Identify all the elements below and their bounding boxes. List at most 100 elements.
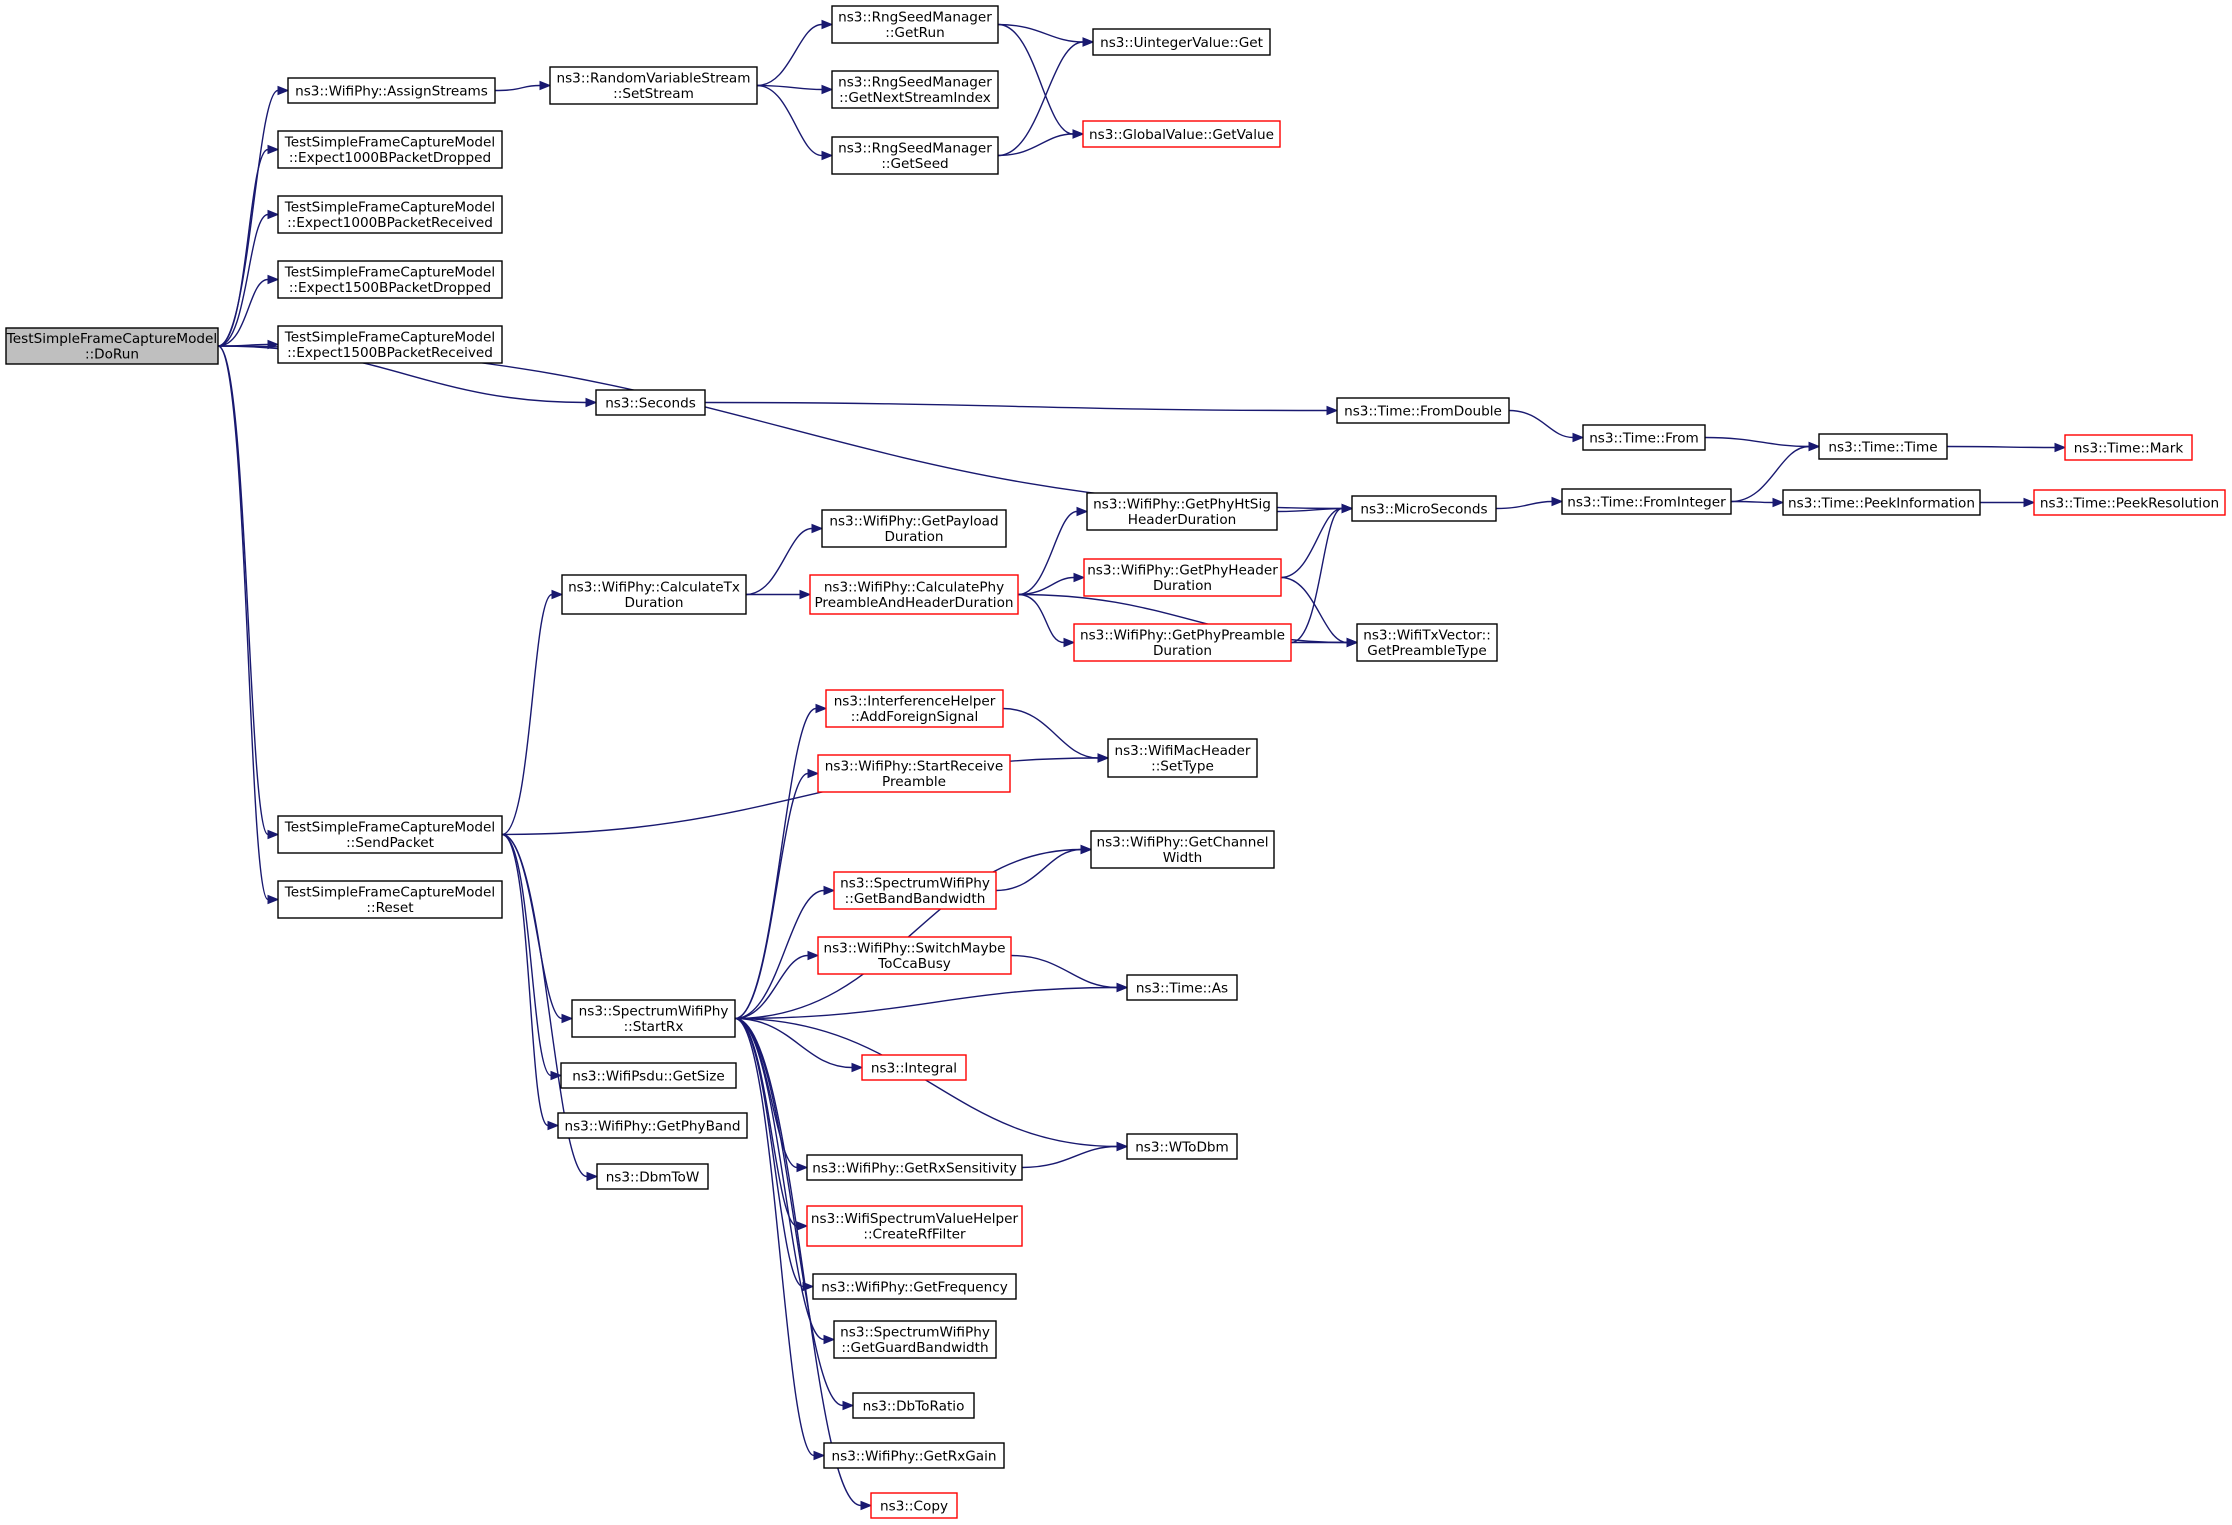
node-label: ::GetRun — [885, 25, 944, 41]
node-label: Duration — [1153, 643, 1212, 659]
function-node-e1000d[interactable]: TestSimpleFrameCaptureModel::Expect1000B… — [277, 130, 503, 169]
function-node-getnext[interactable]: ns3::RngSeedManager::GetNextStreamIndex — [831, 70, 999, 109]
function-node-uintget[interactable]: ns3::UintegerValue::Get — [1092, 28, 1271, 56]
call-edge-calctx-to-calcphy — [746, 589, 812, 600]
function-node-dbtoratio[interactable]: ns3::DbToRatio — [852, 1392, 975, 1419]
edge-line — [217, 345, 269, 836]
edge-line — [217, 148, 269, 347]
function-node-guardbw[interactable]: ns3::SpectrumWifiPhy::GetGuardBandwidth — [833, 1320, 997, 1359]
function-node-reset[interactable]: TestSimpleFrameCaptureModel::Reset — [277, 880, 503, 919]
function-node-peekinfo[interactable]: ns3::Time::PeekInformation — [1782, 489, 1981, 516]
function-node-frominteger[interactable]: ns3::Time::FromInteger — [1561, 488, 1732, 515]
function-node-copy[interactable]: ns3::Copy — [870, 1492, 958, 1519]
function-node-dbmtow[interactable]: ns3::DbmToW — [596, 1163, 709, 1190]
edge-line — [734, 1017, 804, 1288]
function-node-getrun[interactable]: ns3::RngSeedManager::GetRun — [831, 5, 999, 44]
function-node-preambletype[interactable]: ns3::WifiTxVector::GetPreambleType — [1356, 623, 1498, 662]
node-label: ::GetBandBandwidth — [845, 891, 986, 907]
function-node-rffilter[interactable]: ns3::WifiSpectrumValueHelper::CreateRfFi… — [806, 1205, 1023, 1247]
call-edge-frominteger-to-time — [1730, 441, 1821, 503]
node-label: ns3::Copy — [880, 1498, 948, 1514]
node-label: ns3::WifiTxVector:: — [1363, 628, 1491, 644]
function-node-fromdouble[interactable]: ns3::Time::FromDouble — [1336, 397, 1510, 424]
node-label: TestSimpleFrameCaptureModel — [284, 885, 495, 901]
arrowhead — [821, 84, 834, 95]
function-node-rxsens[interactable]: ns3::WifiPhy::GetRxSensitivity — [806, 1154, 1023, 1181]
node-box — [812, 1273, 1017, 1300]
node-label: HeaderDuration — [1128, 512, 1237, 528]
node-label: ns3::Time::From — [1589, 430, 1699, 446]
function-node-peekres[interactable]: ns3::Time::PeekResolution — [2033, 489, 2226, 516]
function-node-rxgain[interactable]: ns3::WifiPhy::GetRxGain — [823, 1442, 1005, 1469]
node-label: TestSimpleFrameCaptureModel — [284, 135, 495, 151]
node-label: ns3::WifiPhy::AssignStreams — [295, 83, 488, 99]
edge-line — [734, 1017, 798, 1169]
node-box — [817, 754, 1011, 793]
node-label: ns3::WifiMacHeader — [1114, 743, 1250, 759]
node-label: Duration — [624, 595, 683, 611]
function-node-calcphy[interactable]: ns3::WifiPhy::CalculatePhyPreambleAndHea… — [809, 574, 1019, 615]
function-node-dorun[interactable]: TestSimpleFrameCaptureModel::DoRun — [5, 327, 219, 365]
function-node-e1000r[interactable]: TestSimpleFrameCaptureModel::Expect1000B… — [277, 195, 503, 234]
function-node-getseed[interactable]: ns3::RngSeedManager::GetSeed — [831, 136, 999, 175]
function-node-getfreq[interactable]: ns3::WifiPhy::GetFrequency — [812, 1273, 1017, 1300]
function-node-gvget[interactable]: ns3::GlobalValue::GetValue — [1082, 120, 1281, 148]
function-node-startrx[interactable]: ns3::SpectrumWifiPhy::StartRx — [571, 999, 736, 1038]
function-node-addforeign[interactable]: ns3::InterferenceHelper::AddForeignSigna… — [825, 689, 1004, 728]
function-node-setstream[interactable]: ns3::RandomVariableStream::SetStream — [549, 66, 758, 105]
node-label: Preamble — [882, 774, 946, 790]
call-edge-getseed-to-gvget — [997, 129, 1085, 157]
function-node-e1500r[interactable]: TestSimpleFrameCaptureModel::Expect1500B… — [277, 325, 503, 364]
edge-line — [1276, 507, 1343, 513]
node-box — [1561, 488, 1732, 515]
node-label: ns3::WToDbm — [1135, 1139, 1229, 1155]
function-node-sendpacket[interactable]: TestSimpleFrameCaptureModel::SendPacket — [277, 815, 503, 854]
function-node-timeas[interactable]: ns3::Time::As — [1126, 974, 1238, 1001]
node-label: ::GetNextStreamIndex — [839, 90, 991, 106]
edge-line — [997, 23, 1084, 43]
node-box — [861, 1054, 967, 1081]
function-node-integral[interactable]: ns3::Integral — [861, 1054, 967, 1081]
call-edge-bandbw-to-chwidth — [995, 844, 1093, 892]
node-label: ns3::WifiPhy::SwitchMaybe — [823, 941, 1005, 957]
function-node-wtodbm[interactable]: ns3::WToDbm — [1126, 1133, 1238, 1160]
node-label: ::SetType — [1151, 759, 1214, 775]
function-node-micro[interactable]: ns3::MicroSeconds — [1351, 495, 1497, 522]
function-node-seconds[interactable]: ns3::Seconds — [595, 389, 706, 416]
node-label: ns3::Integral — [871, 1060, 957, 1076]
node-box — [1336, 397, 1510, 424]
function-node-bandbw[interactable]: ns3::SpectrumWifiPhy::GetBandBandwidth — [833, 871, 997, 910]
arrowhead — [807, 768, 820, 779]
node-label: ns3::Time::Time — [1828, 439, 1937, 455]
node-label: ns3::WifiPhy::CalculateTx — [568, 580, 740, 596]
node-label: ::Reset — [366, 900, 413, 916]
call-edge-rxsens-to-wtodbm — [1021, 1141, 1129, 1169]
edge-line — [1290, 507, 1343, 644]
node-label: ns3::Seconds — [605, 395, 696, 411]
arrowhead — [539, 80, 552, 91]
edge-line — [501, 833, 588, 1178]
function-node-from[interactable]: ns3::Time::From — [1582, 424, 1706, 451]
edge-line — [997, 23, 1074, 135]
function-node-mark[interactable]: ns3::Time::Mark — [2064, 434, 2193, 461]
call-edge-phypreamble-to-micro — [1290, 503, 1354, 644]
node-label: ::CreateRfFilter — [863, 1227, 966, 1243]
function-node-settype[interactable]: ns3::WifiMacHeader::SetType — [1107, 738, 1258, 778]
function-node-time[interactable]: ns3::Time::Time — [1818, 433, 1948, 460]
node-label: ::Expect1000BPacketReceived — [287, 215, 493, 231]
node-box — [1126, 1133, 1238, 1160]
node-box — [1351, 495, 1497, 522]
function-node-getsize[interactable]: ns3::WifiPsdu::GetSize — [560, 1062, 737, 1089]
function-node-e1500d[interactable]: TestSimpleFrameCaptureModel::Expect1500B… — [277, 260, 503, 299]
function-node-assign[interactable]: ns3::WifiPhy::AssignStreams — [287, 77, 496, 104]
function-node-getphyband[interactable]: ns3::WifiPhy::GetPhyBand — [557, 1112, 748, 1139]
node-label: ns3::WifiPhy::GetPhyPreamble — [1080, 628, 1285, 644]
